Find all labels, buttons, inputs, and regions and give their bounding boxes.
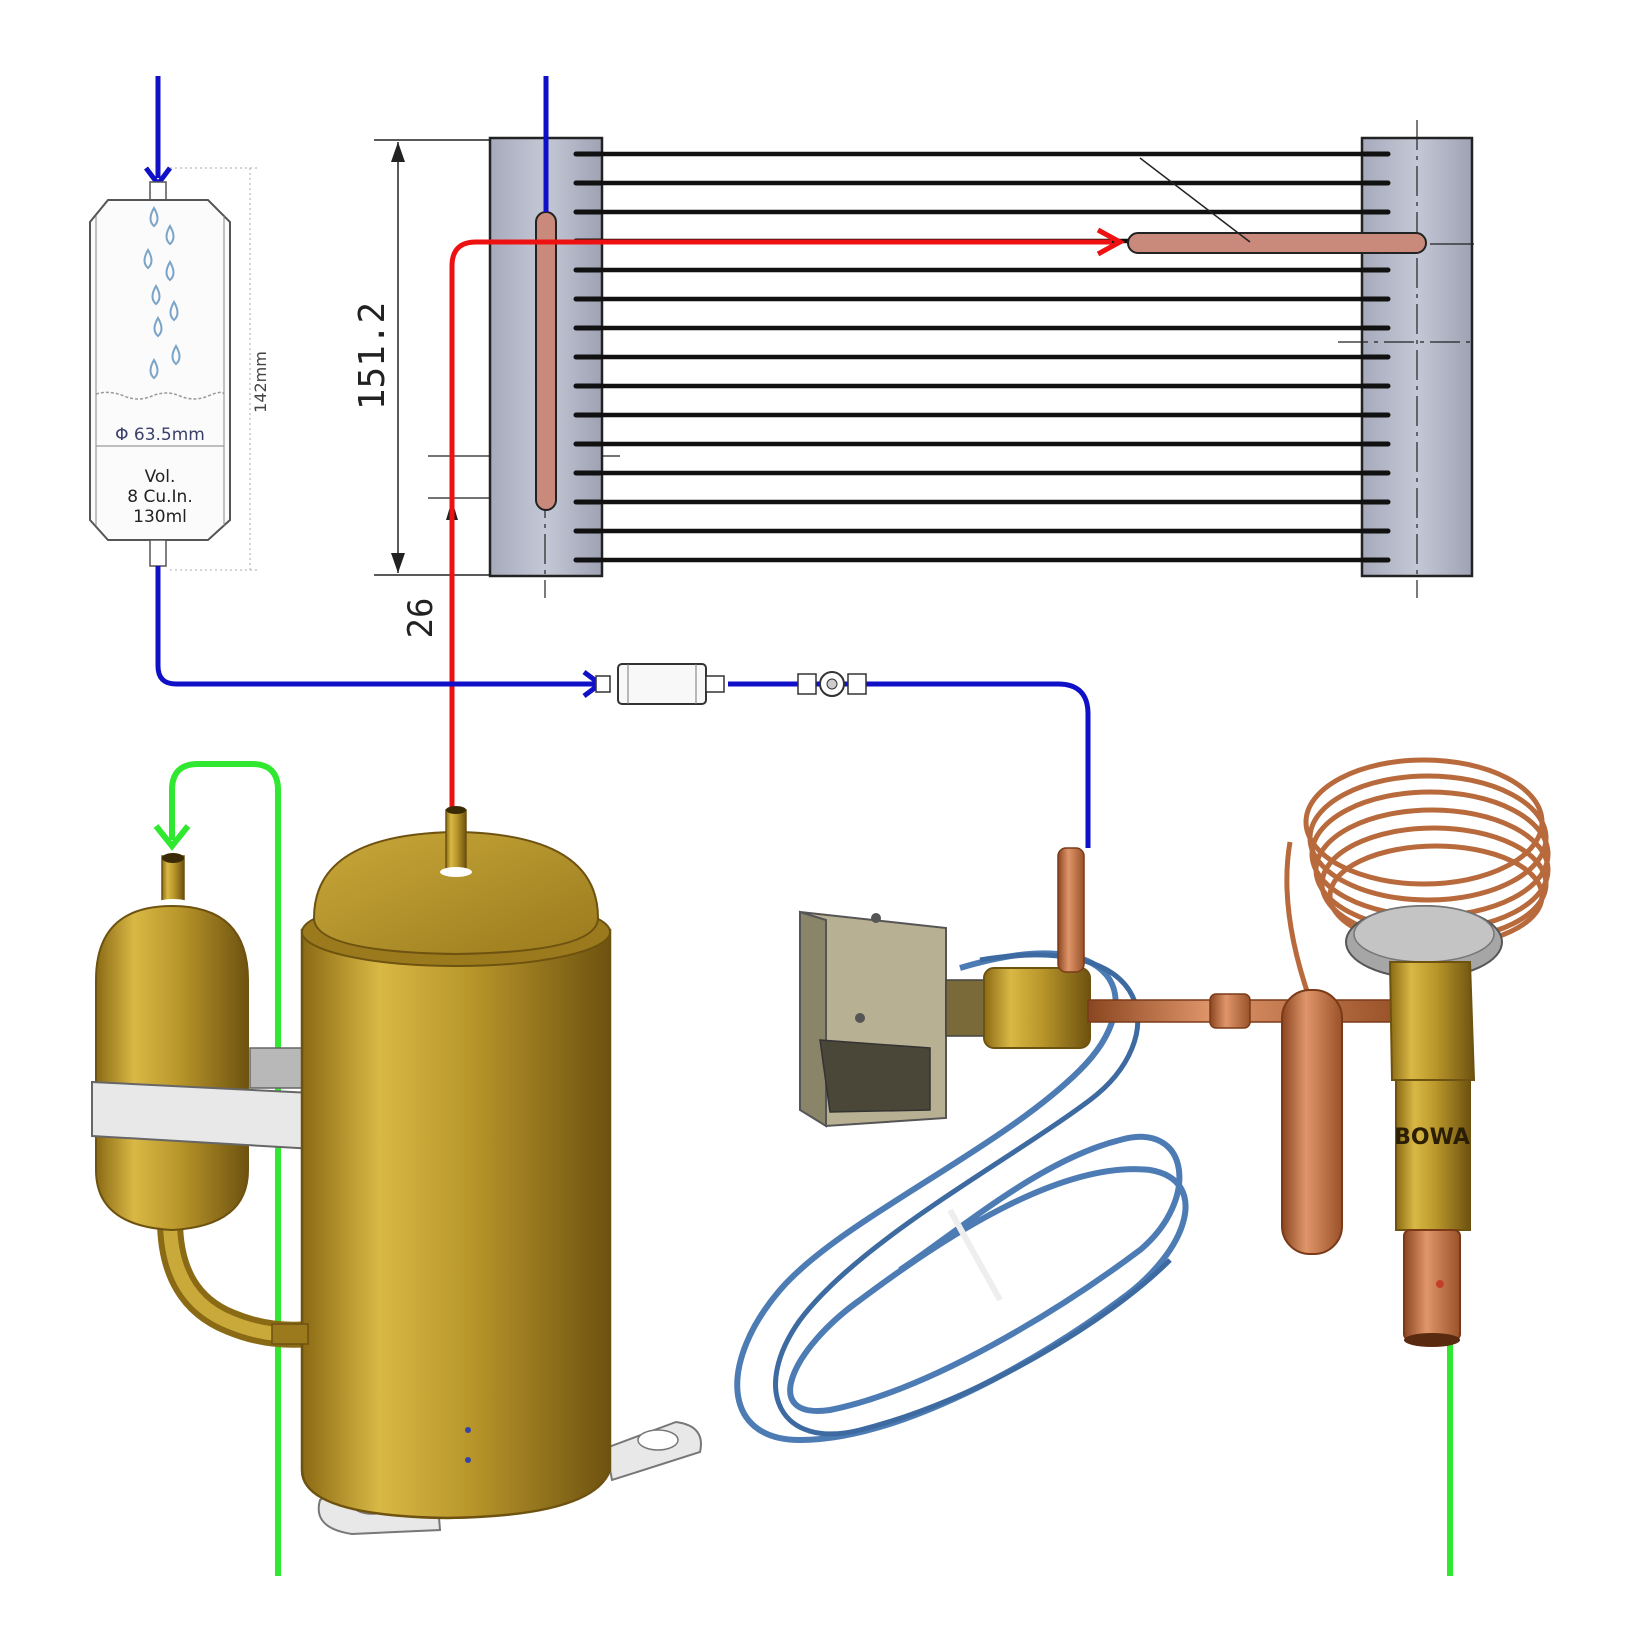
receiver-volume-line-2: 8 Cu.In. [127, 487, 192, 507]
solenoid-cable [734, 950, 1189, 1444]
liquid-receiver: Φ 63.5mm Vol. 8 Cu.In. 130ml 142mm [89, 76, 270, 571]
suction-line-left [169, 761, 281, 1576]
receiver-shell [89, 199, 231, 541]
condenser-height-dimension: 151.2 [352, 302, 393, 410]
sight-glass-icon [797, 671, 867, 697]
rotary-compressor-icon [271, 806, 702, 1536]
condenser-flat-tubes [576, 151, 1388, 563]
suction-line-arrow [153, 824, 191, 851]
liquid-line [155, 566, 598, 687]
thermal-expansion-valve-icon: BOWA [1281, 757, 1551, 1347]
filter-drier-icon [595, 663, 725, 705]
discharge-line [449, 239, 1112, 810]
condenser-offset-dimension: 26 [401, 598, 441, 639]
suction-accumulator-icon [91, 853, 333, 1348]
water-droplet-icon [143, 206, 181, 380]
receiver-volume-line-3: 130ml [133, 507, 187, 527]
microchannel-condenser: 151.2 26 [352, 76, 1474, 638]
liquid-line-to-solenoid [728, 681, 1091, 848]
receiver-volume-line-1: Vol. [145, 467, 176, 487]
inlet-header-pipe [535, 211, 557, 511]
receiver-diameter-label: Φ 63.5mm [115, 425, 205, 445]
discharge-line-arrow [1096, 227, 1126, 257]
valve-brand-text: BOWA [1394, 1125, 1470, 1150]
outlet-header-pipe [1127, 232, 1427, 254]
liquid-level-line [95, 391, 225, 400]
receiver-height-label: 142mm [251, 351, 270, 413]
